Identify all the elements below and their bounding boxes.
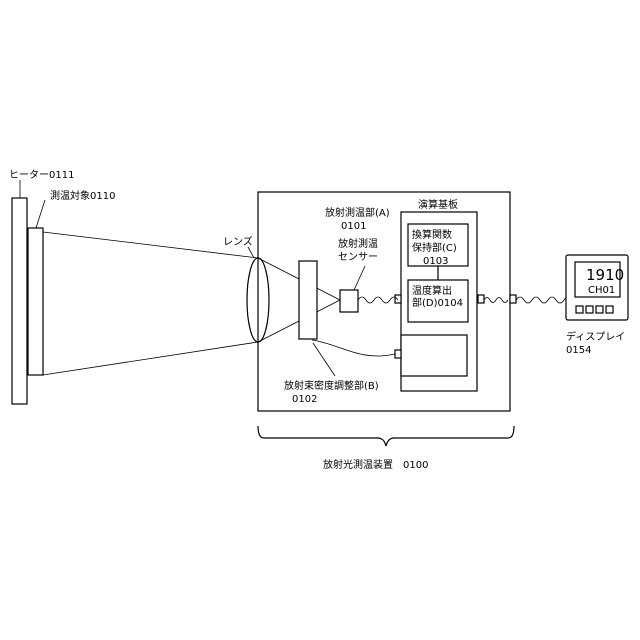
display-channel: CH01 [588,285,615,296]
func-holder-label-line3: 0103 [423,256,448,267]
section-a-label-line2: 0101 [341,221,366,232]
cable-temp-to-enclosure [484,298,508,303]
controller-block [401,335,467,376]
connector-temp-output [478,295,484,303]
func-holder-label-line1: 換算関数 [412,228,452,241]
device-bracket [258,426,514,446]
target-label: 測温対象0110 [50,189,115,202]
adjuster-block [299,261,317,339]
display-button-3 [596,306,603,313]
sensor-block [340,290,358,312]
display-button-2 [586,306,593,313]
display-label-line2: 0154 [566,345,591,356]
section-a-label-line1: 放射測温部(A) [325,206,390,219]
connector-controller [395,350,401,358]
calc-board-label: 演算基板 [418,198,458,211]
device-enclosure [258,192,510,411]
cable-controller-to-adjuster [312,340,395,356]
temp-calc-label-line2: 部(D)0104 [412,296,463,309]
light-ray-bottom-outer [43,342,258,375]
connector-enclosure-output [510,295,516,303]
heater-label: ヒーター0111 [9,169,74,181]
sensor-label-line2: センサー [338,251,378,263]
cable-to-display [516,297,572,303]
connector-temp-input [395,295,401,303]
display-button-4 [606,306,613,313]
target-block [28,228,43,375]
target-leader [36,200,45,228]
sensor-leader [354,266,365,290]
adjuster-label-line1: 放射束密度調整部(B) [284,379,379,392]
display-button-1 [576,306,583,313]
device-label: 放射光測温装置 0100 [323,458,428,471]
func-holder-label-line2: 保持部(C) [412,241,457,254]
adjuster-leader [313,343,335,376]
sensor-label-line1: 放射測温 [338,237,378,250]
display-label-line1: ディスプレイ [566,330,625,343]
lens-leader [248,247,254,258]
adjuster-label-line2: 0102 [292,394,317,405]
temp-calc-label-line1: 温度算出 [412,284,452,297]
cable-sensor-to-temp [358,297,398,303]
lens-label: レンズ [223,235,253,248]
heater-block [12,198,27,404]
display-value: 1910 [586,266,624,284]
